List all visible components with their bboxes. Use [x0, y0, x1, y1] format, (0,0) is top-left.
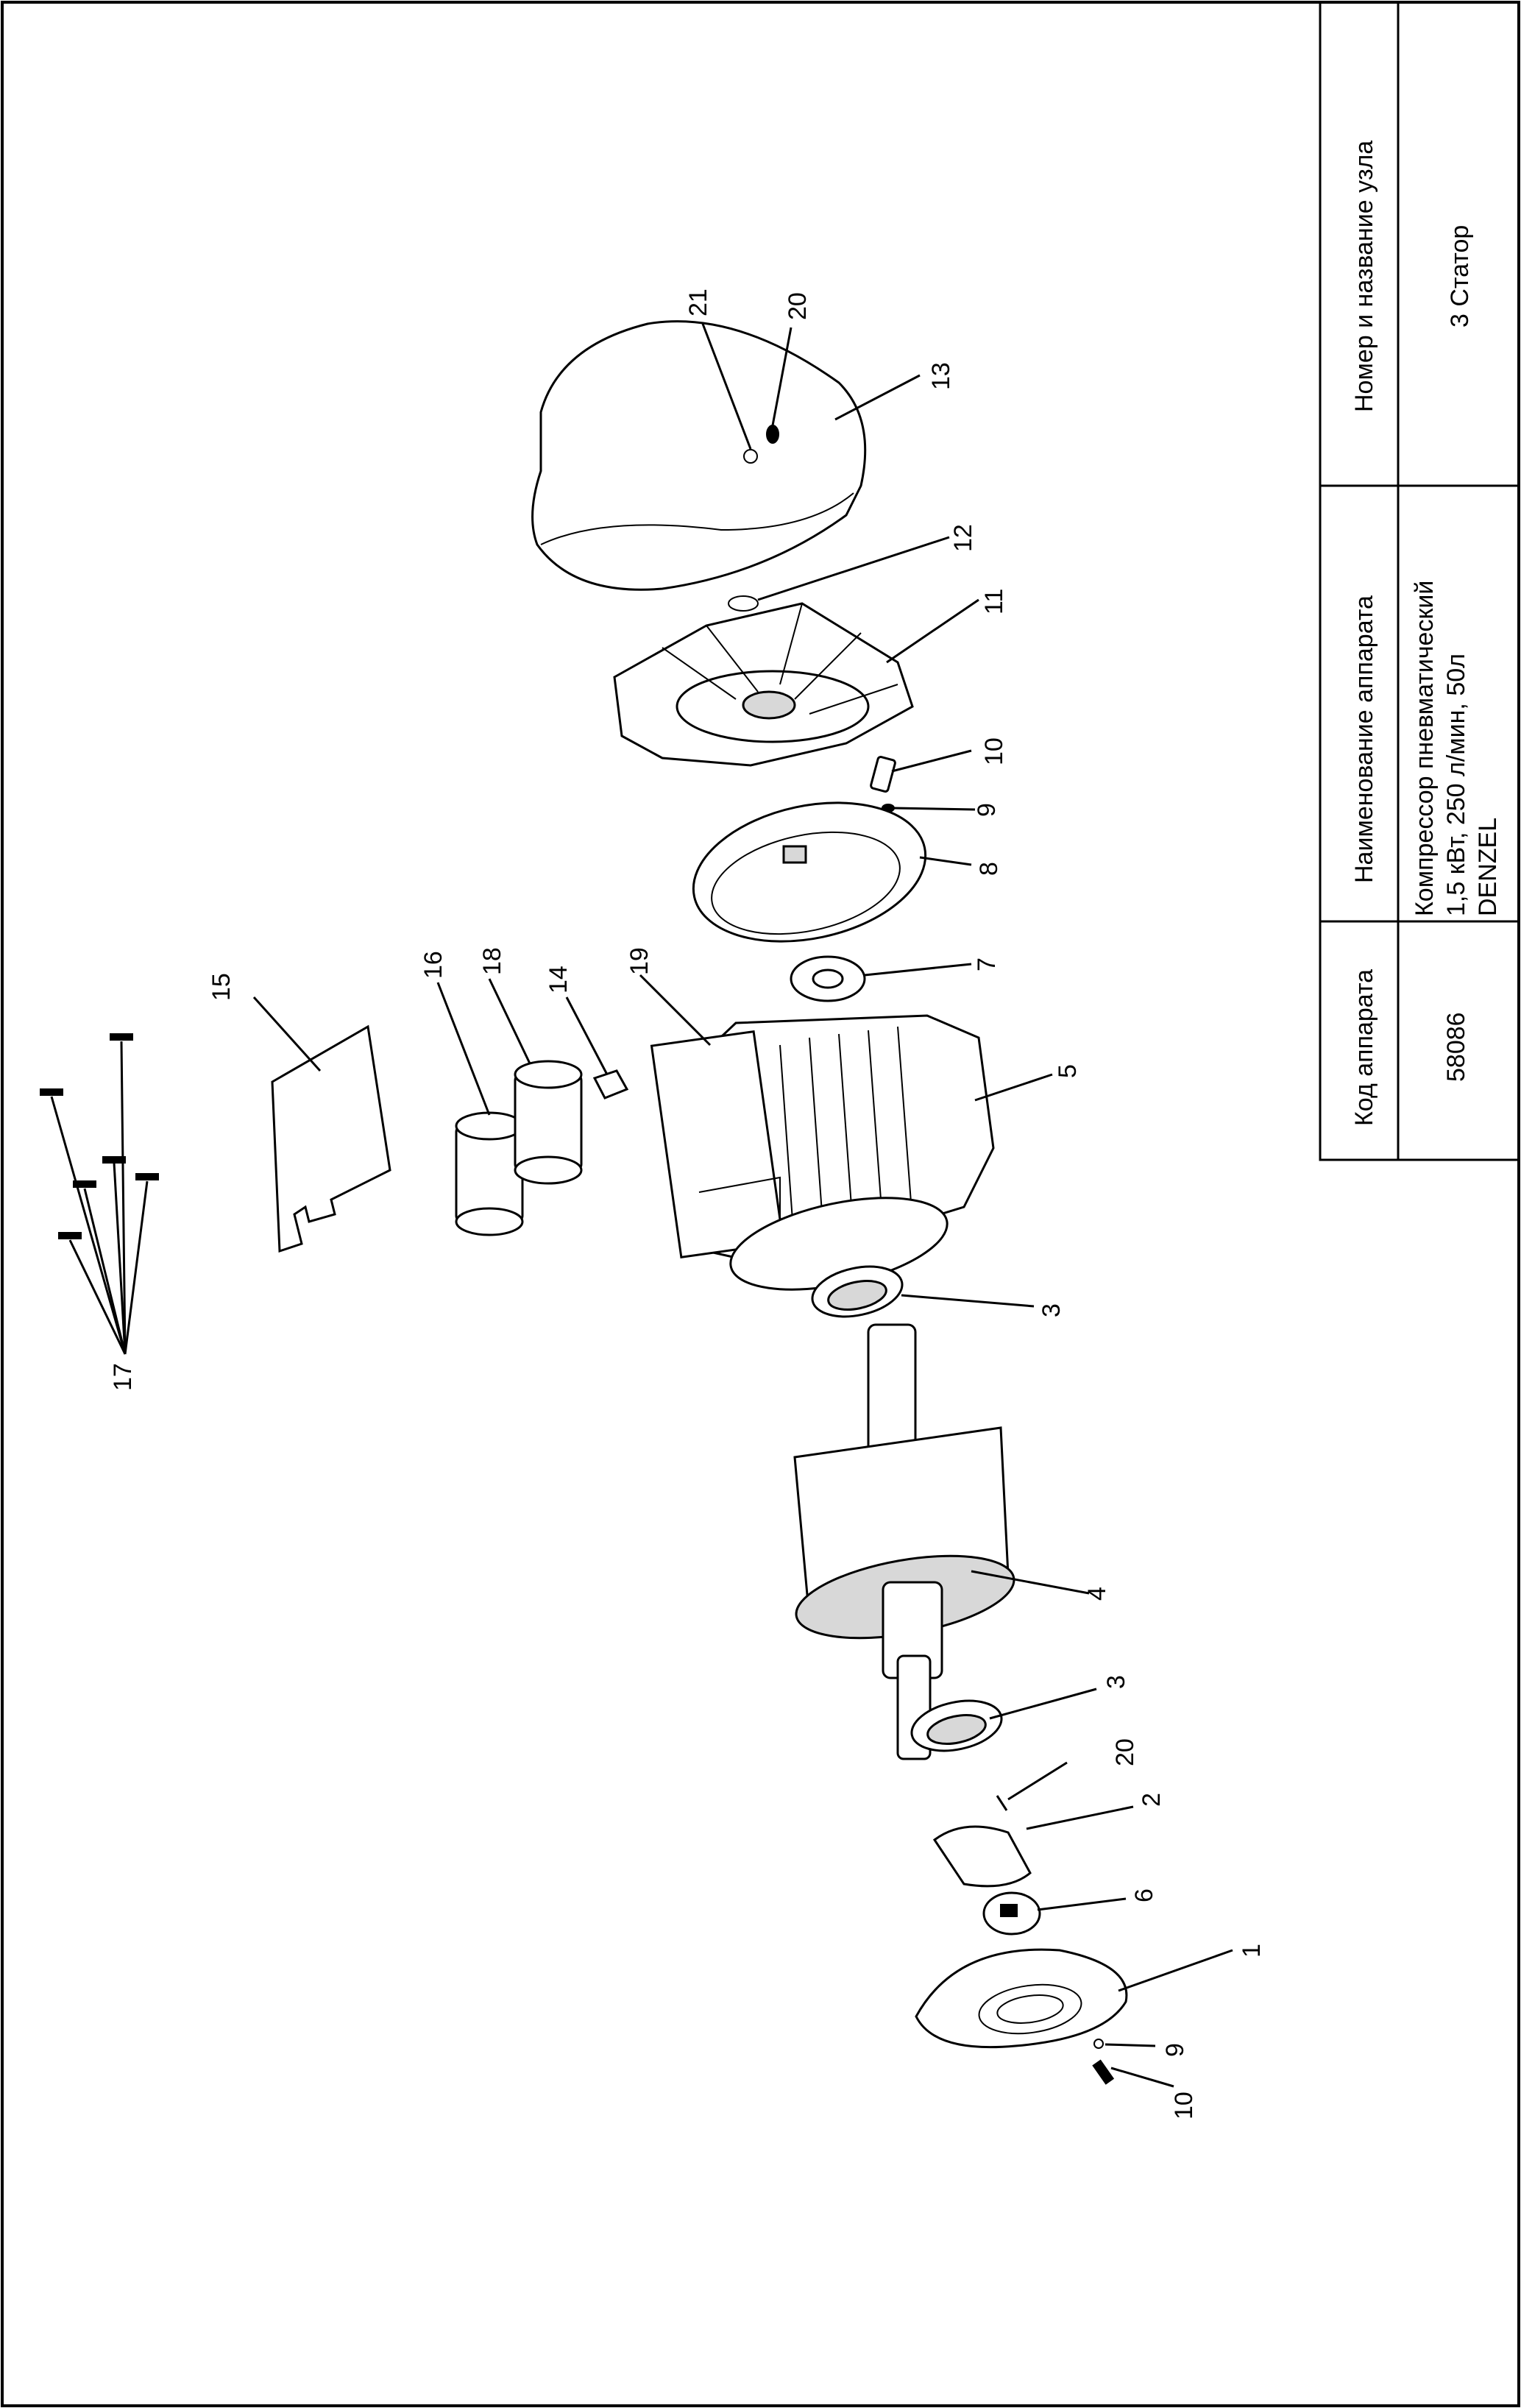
value-name-line-3: DENZEL: [1474, 818, 1502, 916]
part-ring-7-hole: [812, 968, 844, 989]
callout-10-lower: 10: [1170, 2092, 1198, 2120]
part-fan: [613, 602, 914, 767]
callout-15: 15: [208, 973, 235, 1001]
part-end-shield: [692, 801, 927, 943]
callout-5: 5: [1054, 1064, 1082, 1078]
part-screw-10-lower: [1092, 2059, 1115, 2085]
callout-18: 18: [478, 947, 506, 975]
title-block-border: [1319, 1, 1520, 1161]
part-rotor: [793, 1323, 1015, 1760]
callout-7: 7: [973, 957, 1001, 971]
callout-labels: 1 2 3 3 4 5 6 7 8 9 9 10 10 11 12 13 14 …: [109, 288, 1266, 2120]
callout-4: 4: [1083, 1587, 1111, 1601]
part-washer-12: [728, 595, 759, 612]
part-switch-6: [982, 1891, 1041, 1936]
part-capacitor-16: [455, 1111, 524, 1236]
header-unit: Номер и название узла: [1350, 141, 1378, 412]
callout-3-upper: 3: [1038, 1303, 1066, 1317]
callout-8: 8: [975, 862, 1003, 876]
value-unit: 3 Статор: [1446, 225, 1474, 327]
part-bearing-3-upper: [811, 1265, 904, 1318]
callout-3-lower: 3: [1102, 1675, 1130, 1689]
part-block-14: [592, 1069, 629, 1099]
header-code: Код аппарата: [1350, 969, 1378, 1126]
callout-21: 21: [684, 288, 712, 316]
callout-13: 13: [927, 362, 955, 390]
callout-20-lower: 20: [1111, 1738, 1139, 1766]
callout-20-upper: 20: [784, 292, 812, 320]
value-name-line-2: 1,5 кВт, 250 л/мин, 50л: [1442, 654, 1470, 916]
callout-9-lower: 9: [1161, 2043, 1189, 2057]
value-name-line-1: Компрессор пневматический: [1411, 581, 1439, 916]
part-clip-2: [932, 1825, 1032, 1888]
title-block: Код аппарата Наименование аппарата Номер…: [1319, 1, 1520, 1161]
callout-19: 19: [625, 947, 653, 975]
callout-12: 12: [949, 524, 977, 552]
callout-1: 1: [1238, 1944, 1266, 1958]
callout-2: 2: [1138, 1793, 1166, 1807]
part-bearing-3-lower: [910, 1699, 1003, 1752]
value-code: 58086: [1442, 1012, 1470, 1082]
part-screws-17: [40, 1033, 159, 1239]
header-name: Наименование аппарата: [1350, 595, 1378, 883]
part-washer-9-lower: [1093, 2039, 1104, 2049]
part-pin-20-lower: [996, 1795, 1008, 1811]
callout-6: 6: [1130, 1888, 1158, 1902]
part-screw-10-upper: [870, 756, 896, 793]
callout-10-upper: 10: [980, 737, 1008, 765]
leader-lines: [50, 323, 1233, 2088]
part-capacitor-18: [514, 1060, 583, 1185]
part-fan-cover: [531, 320, 867, 591]
part-stator-housing: [650, 1014, 995, 1291]
part-end-cover-1: [915, 1948, 1128, 2049]
callout-9-upper: 9: [973, 803, 1001, 817]
callout-16: 16: [419, 951, 447, 979]
callout-11: 11: [980, 589, 1008, 615]
callout-17: 17: [109, 1363, 137, 1391]
part-plate-15: [271, 1024, 391, 1253]
callout-14: 14: [545, 966, 572, 994]
